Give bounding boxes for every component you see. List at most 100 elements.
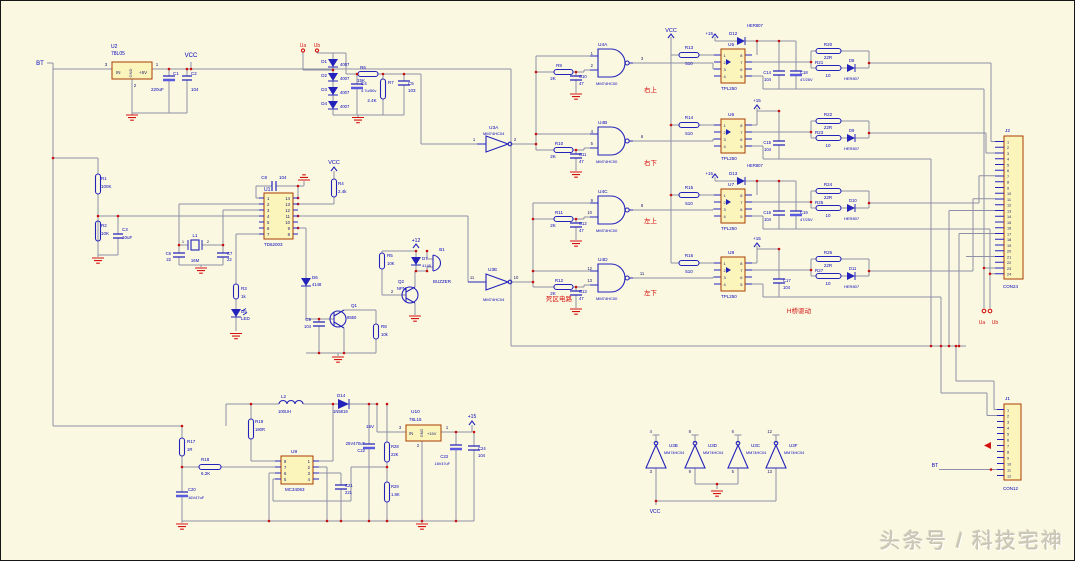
schematic-label: VCC [650, 509, 661, 515]
schematic-label: R29 [391, 484, 399, 489]
buzzer-b1 [432, 254, 442, 272]
pin-number: 8 [740, 53, 743, 58]
pin-number: 5 [284, 477, 287, 482]
schematic-label: 10 [825, 73, 831, 78]
pin-number: 3 [650, 469, 653, 474]
schematic-label: R10 [555, 141, 564, 146]
pin-number: 3 [724, 67, 727, 72]
junction-dot [367, 402, 371, 406]
resistor-r11 [553, 215, 574, 223]
schematic-label: NPN [397, 286, 406, 291]
schematic-label: R27 [815, 268, 824, 273]
pin-number: 4 [308, 477, 311, 482]
schematic-label: 16M [191, 258, 200, 263]
schematic-label: U1 [264, 187, 271, 193]
pin-number: 11 [640, 271, 645, 276]
schematic-label: R6 [360, 65, 366, 70]
schematic-label: C9 [305, 317, 311, 322]
schematic-label: TD62003 [264, 242, 283, 247]
schematic-label: 4007 [340, 76, 350, 81]
pin-number: 2 [514, 137, 517, 142]
schematic-label: R24 [824, 182, 833, 187]
schematic-label: 2K [550, 154, 556, 159]
pin-number: 13 [767, 469, 772, 474]
pin-number: 4 [724, 282, 727, 287]
pin-number: 5 [740, 144, 743, 149]
schematic-label: 47 [579, 81, 584, 86]
schematic-label: C22 [357, 448, 365, 453]
schematic-label: R14 [685, 115, 694, 120]
pin-number: 13 [1007, 209, 1011, 213]
junction-dot [185, 67, 189, 71]
schematic-label: C18 [800, 70, 808, 75]
wires-driver-rails [670, 37, 990, 298]
pin-number: 12 [587, 266, 592, 271]
inverter-u3b [645, 440, 667, 469]
resistor-r18 [198, 463, 222, 471]
pin-number: 1 [1007, 140, 1009, 144]
pin-number: 1 [724, 53, 727, 58]
schematic-label: C24 [478, 446, 486, 451]
pin-number: 2 [207, 239, 210, 244]
pin-number: 6 [1007, 438, 1009, 442]
pin-number: 6 [740, 137, 743, 142]
junction-dot [929, 344, 933, 348]
junction-dot [988, 272, 992, 276]
schematic-label: 16V47uF [435, 462, 451, 466]
ua-terminal-bottom [981, 308, 987, 314]
junction-dot [116, 214, 120, 218]
pin-number: 1 [724, 193, 727, 198]
schematic-label: 10 [825, 281, 831, 286]
pin-number: 2 [308, 465, 311, 470]
l2-inductor [278, 399, 304, 405]
schematic-label: D9 [849, 128, 855, 133]
schematic-label: C4 [361, 81, 367, 86]
schematic-label: 死区电路 [546, 294, 573, 303]
schematic-label: 47 [579, 228, 584, 233]
schematic-label: U3E [488, 267, 497, 273]
junction-dots [51, 39, 993, 523]
pin-number: 8 [641, 203, 644, 208]
pin-number: 8 [288, 232, 291, 237]
schematic-label: 15K [357, 78, 365, 83]
pin-number: 14 [1007, 215, 1011, 219]
schematic-label: 15V [366, 424, 374, 429]
schematic-label: U4B [598, 120, 607, 126]
schematic-label: 右上 [644, 85, 658, 94]
schematic-label: CON24 [1003, 284, 1019, 289]
pin-number: 3 [724, 137, 727, 142]
q1-transistor [329, 310, 347, 328]
junction-dot [177, 243, 181, 247]
schematic-label: R22 [824, 112, 833, 117]
schematic-label: +15 [705, 171, 713, 176]
resistor-r29 [383, 481, 391, 503]
pin-number: 2 [417, 443, 420, 448]
pin-number: 6 [641, 134, 644, 139]
nand-gate-u4c [589, 195, 634, 225]
schematic-label: 78L05 [111, 51, 125, 57]
schematic-label: D1 [321, 59, 327, 64]
schematic-label: R8 [381, 324, 387, 329]
junction-dot [534, 132, 538, 136]
pin-number: 1 [1007, 408, 1009, 412]
schematic-label: 104 [764, 77, 772, 82]
schematic-label: 22R [824, 195, 833, 200]
inverter-u3d [684, 440, 706, 469]
schematic-label: R20 [824, 42, 833, 47]
schematic-label: 10uF [122, 235, 133, 240]
inverter-u3a [477, 135, 513, 153]
pin-number: 4 [267, 214, 270, 219]
schematic-label: 8550 [347, 315, 357, 320]
pin-number: 10 [1007, 462, 1011, 466]
schematic-label: D2 [321, 73, 327, 78]
schematic-label: VCC [185, 53, 198, 59]
wires-bottom-supply [53, 403, 475, 523]
junction-dot [96, 214, 100, 218]
schematic-label: U2 [111, 44, 118, 50]
schematic-label: U3D [708, 443, 718, 448]
pin-number: 10 [285, 220, 290, 225]
pin-number: 7 [740, 200, 743, 205]
schematic-label: 221 [345, 490, 353, 495]
